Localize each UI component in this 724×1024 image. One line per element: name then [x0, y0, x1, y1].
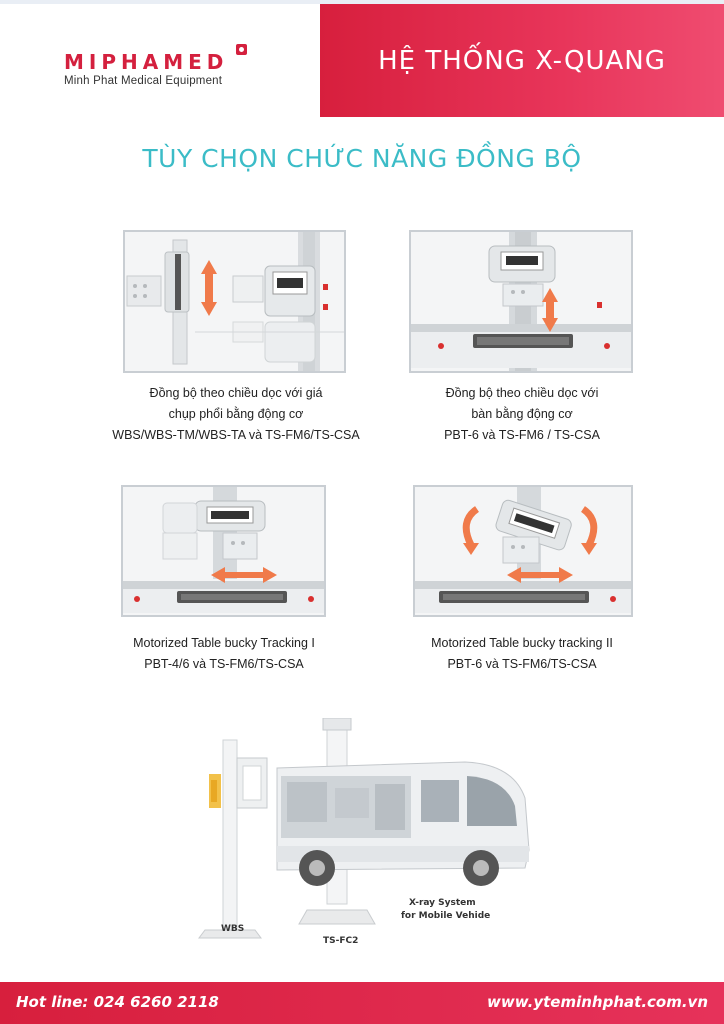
- caption-line: Motorized Table bucky Tracking I: [133, 636, 315, 650]
- vertical-arrow-icon: [201, 260, 217, 316]
- caption-line: Đồng bộ theo chiều dọc với giá: [149, 386, 323, 400]
- caption-line: PBT-4/6 và TS-FM6/TS-CSA: [144, 657, 304, 671]
- rotate-arrow-left-icon: [462, 506, 480, 555]
- caption-line: WBS/WBS-TM/WBS-TA và TS-FM6/TS-CSA: [112, 428, 360, 442]
- top-strip: [0, 0, 724, 4]
- label-ts-fc2: TS-FC2: [323, 936, 359, 946]
- mobile-xray-vehicle: [276, 761, 530, 886]
- caption-line: PBT-6 và TS-FM6 / TS-CSA: [444, 428, 600, 442]
- hotline-text: Hot line: 024 6260 2118: [16, 993, 219, 1011]
- rotate-arrow-right-icon: [580, 506, 598, 555]
- vertical-arrow-icon: [542, 288, 558, 332]
- caption-option-1: Đồng bộ theo chiều dọc với giá chụp phổi…: [96, 383, 376, 446]
- caption-option-4: Motorized Table bucky tracking II PBT-6 …: [382, 633, 662, 675]
- panel-vertical-table: [409, 230, 633, 373]
- caption-line: bàn bằng động cơ: [471, 407, 573, 421]
- company-logo: MIPHAMED Minh Phat Medical Equipment: [64, 44, 247, 87]
- caption-option-2: Đồng bộ theo chiều dọc với bàn bằng động…: [392, 383, 652, 446]
- logo-name: MIPHAMED: [64, 50, 229, 74]
- label-wbs: WBS: [221, 924, 245, 934]
- product-illustration: WBS TS-FC2 X-ray System for Mobile Vehid…: [195, 717, 535, 958]
- caption-option-3: Motorized Table bucky Tracking I PBT-4/6…: [94, 633, 354, 675]
- footer-band: Hot line: 024 6260 2118 www.yteminhphat.…: [0, 982, 724, 1024]
- caption-line: PBT-6 và TS-FM6/TS-CSA: [447, 657, 597, 671]
- section-title: TÙY CHỌN CHỨC NĂNG ĐỒNG BỘ: [142, 144, 582, 173]
- logo-subtitle: Minh Phat Medical Equipment: [64, 75, 223, 87]
- caption-line: Đồng bộ theo chiều dọc với: [445, 386, 599, 400]
- label-mobile-line-1: X-ray System: [409, 898, 476, 908]
- horizontal-arrow-icon: [507, 567, 573, 583]
- caption-line: chụp phổi bằng động cơ: [168, 407, 304, 421]
- wbs-stand: [198, 739, 268, 939]
- page-title: HỆ THỐNG X-QUANG: [378, 46, 666, 76]
- header-band: HỆ THỐNG X-QUANG: [320, 4, 724, 117]
- panel-tracking-1: [121, 485, 326, 617]
- website-link[interactable]: www.yteminhphat.com.vn: [487, 993, 708, 1011]
- horizontal-arrow-icon: [211, 567, 277, 583]
- label-mobile-line-2: for Mobile Vehide: [401, 911, 491, 921]
- caption-line: Motorized Table bucky tracking II: [431, 636, 613, 650]
- panel-vertical-chest-stand: [123, 230, 346, 373]
- logo-mark-icon: [236, 44, 247, 55]
- panel-tracking-2: [413, 485, 633, 617]
